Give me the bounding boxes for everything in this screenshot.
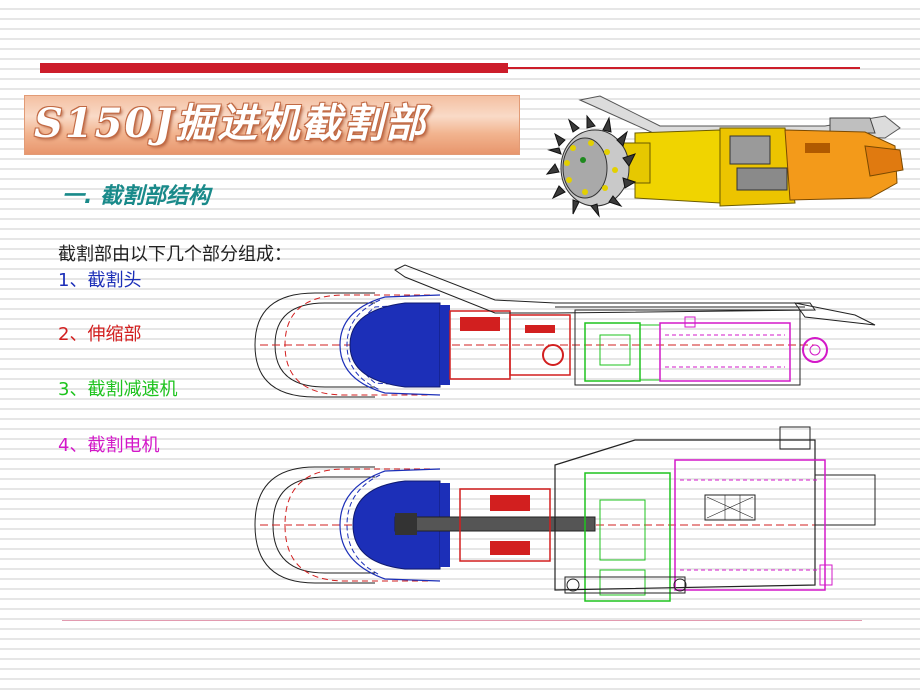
part-telescopic-section: 2、伸缩部 <box>58 324 142 345</box>
header-accent-bar <box>40 63 508 73</box>
header-accent-line <box>508 67 860 69</box>
cutting-unit-top-view-drawing <box>254 426 876 602</box>
cutting-unit-side-view-drawing <box>254 264 876 398</box>
intro-text: 截割部由以下几个部分组成： <box>58 244 292 265</box>
footer-divider <box>62 620 862 621</box>
part-cutting-head: 1、截割头 <box>58 270 142 291</box>
cutting-unit-3d-render <box>545 95 904 218</box>
slide-title: S150J掘进机截割部 <box>34 100 428 147</box>
part-cutting-motor: 4、截割电机 <box>58 435 160 456</box>
title-banner <box>24 95 520 155</box>
section-heading: 一. 截割部结构 <box>62 184 211 209</box>
part-cutting-reducer: 3、截割减速机 <box>58 379 178 400</box>
